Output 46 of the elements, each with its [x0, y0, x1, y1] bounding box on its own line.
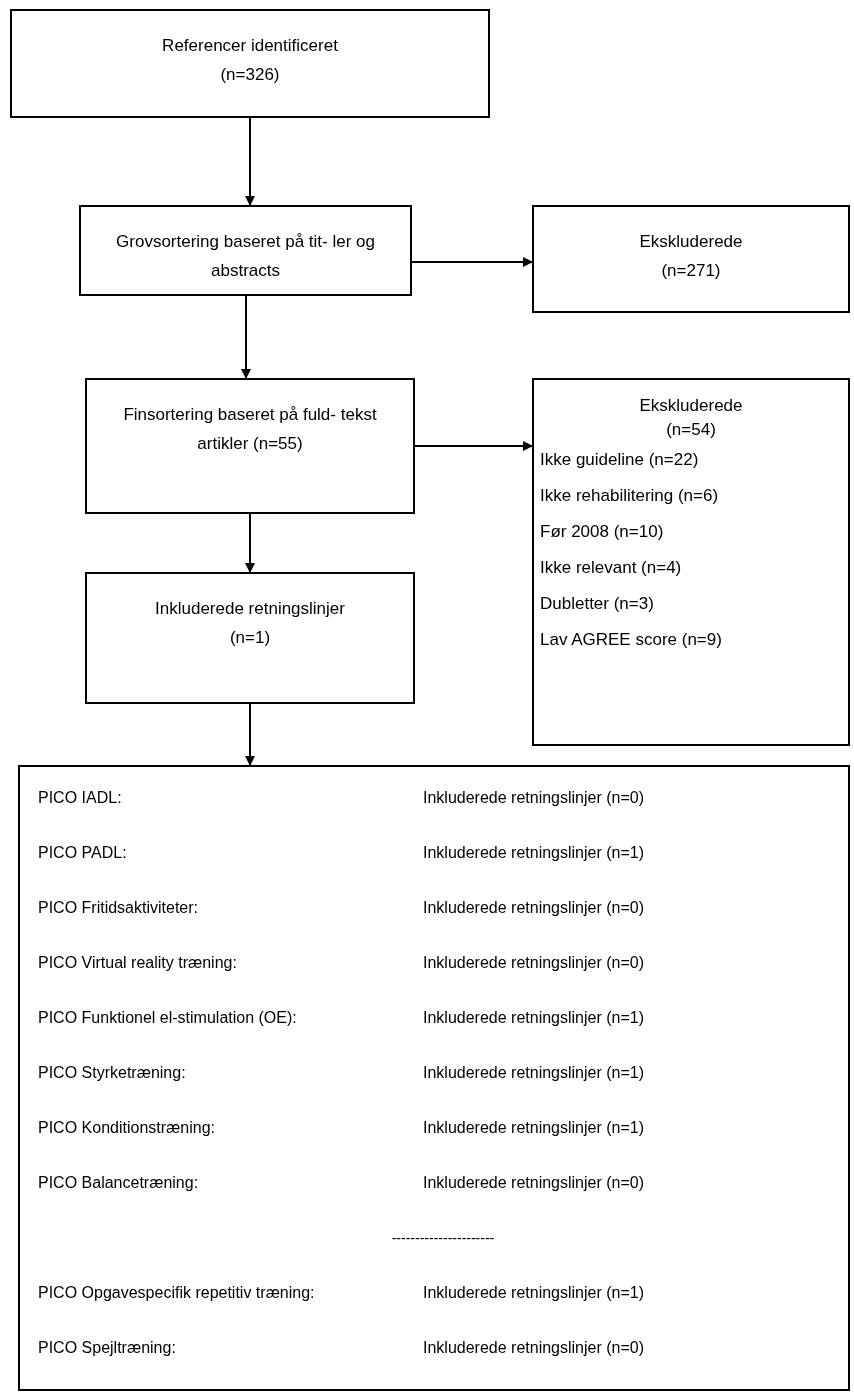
result-count: Inkluderede retningslinjer (n=1)	[423, 1063, 644, 1083]
box-text: Finsortering baseret på fuld- tekst artikler (n=55)	[122, 404, 378, 455]
result-count: Inkluderede retningslinjer (n=1)	[423, 843, 644, 863]
process-box	[10, 9, 490, 118]
result-count: Inkluderede retningslinjer (n=1)	[423, 1008, 644, 1028]
arrow	[241, 295, 251, 379]
result-box	[18, 765, 850, 1391]
result-count: Inkluderede retningslinjer (n=1)	[423, 1118, 644, 1138]
exclusion-reason: Ikke rehabilitering (n=6)	[540, 485, 719, 507]
arrow	[245, 513, 255, 573]
exclusion-reason: Dubletter (n=3)	[540, 593, 654, 615]
arrow	[414, 441, 533, 451]
pico-label: PICO Styrketræning:	[38, 1063, 186, 1083]
result-count: Inkluderede retningslinjer (n=0)	[423, 1173, 644, 1193]
process-box	[79, 205, 412, 296]
pico-label: Inkluderede retningslinjer (n=1)	[423, 1283, 644, 1303]
exclusion-box	[532, 378, 850, 746]
exclusion-reason: Ikke guideline (n=22)	[540, 449, 699, 471]
pico-label: Inkluderede retningslinjer (n=0)	[423, 1338, 644, 1358]
box-text: Inkluderede retningslinjer (n=1)	[154, 598, 346, 649]
exclusion-reason: Før 2008 (n=10)	[540, 521, 664, 543]
pico-label: PICO Balancetræning:	[38, 1173, 199, 1193]
pico-label: PICO Konditionstræning:	[38, 1118, 215, 1138]
result-count: Inkluderede retningslinjer (n=0)	[423, 898, 644, 918]
pico-label: PICO Fritidsaktiviteter:	[38, 898, 199, 918]
process-box	[532, 205, 850, 313]
exclusion-reason: Lav AGREE score (n=9)	[540, 629, 722, 651]
box-heading: Ekskluderede (n=54)	[638, 395, 744, 441]
process-box	[85, 572, 415, 704]
arrow	[411, 257, 533, 267]
box-text: Referencer identificeret (n=326)	[161, 35, 339, 86]
result-count: PICO Spejltræning:	[38, 1338, 176, 1358]
arrow	[245, 703, 255, 766]
arrow	[245, 117, 255, 206]
pico-label: PICO Virtual reality træning:	[38, 953, 237, 973]
pico-label: PICO PADL:	[38, 843, 127, 863]
exclusion-reason: Ikke relevant (n=4)	[540, 557, 682, 579]
pico-label: PICO Funktionel el-stimulation (OE):	[38, 1008, 297, 1028]
separator-text: ----------------------	[391, 1229, 495, 1248]
result-count: PICO Opgavespecifik repetitiv træning:	[38, 1283, 315, 1303]
box-text: Grovsortering baseret på tit- ler og abstracts	[115, 231, 376, 282]
result-count: Inkluderede retningslinjer (n=0)	[423, 953, 644, 973]
box-text: Ekskluderede (n=271)	[638, 231, 744, 282]
process-box	[85, 378, 415, 514]
result-count: Inkluderede retningslinjer (n=0)	[423, 788, 644, 808]
pico-label: PICO IADL:	[38, 788, 122, 808]
